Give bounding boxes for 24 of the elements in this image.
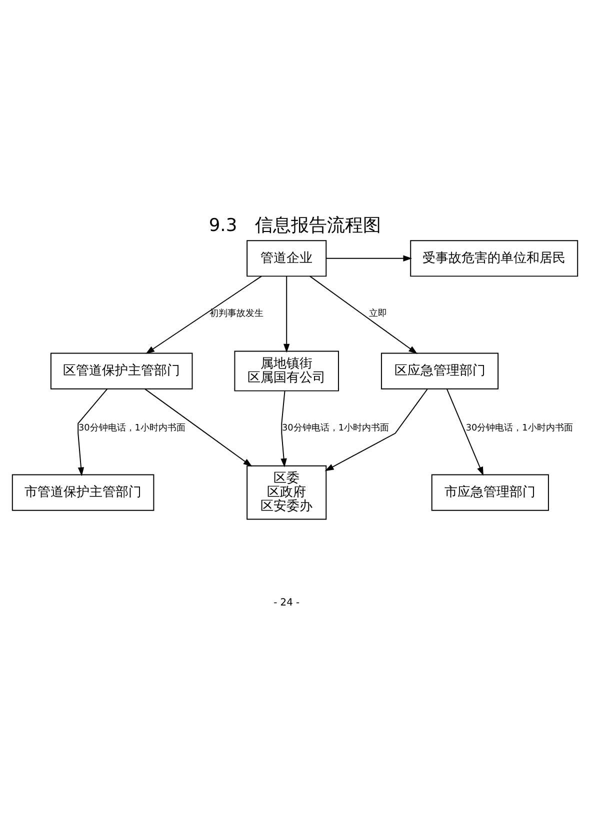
arrow [78,388,108,476]
arrow [324,388,428,472]
arrow [326,255,412,262]
node-box: 属地镇街 区属国有公司 [234,350,339,392]
edge-label: 立即 [369,308,387,319]
edge-label: 30分钟电话，1小时内书面 [78,424,186,434]
arrow [146,276,262,354]
arrow [309,276,418,354]
arrow [283,276,290,353]
node-box: 管道企业 [246,240,327,277]
edge-label: 初判事故发生 [210,308,264,319]
node-box: 区管道保护主管部门 [50,352,193,390]
edge-label: 30分钟电话，1小时内书面 [466,424,573,434]
node-box: 受事故危害的单位和居民 [410,240,578,277]
diagram-title: 9.3 信息报告流程图 [208,215,382,236]
edge-label: 30分钟电话，1小时内书面 [282,424,389,434]
arrow [446,388,484,476]
node-box: 区委 区政府 区安委办 [246,465,327,520]
node-box: 区应急管理部门 [380,352,499,390]
node-box: 市应急管理部门 [431,474,549,511]
arrow [280,390,287,468]
arrow [144,388,252,467]
label: - 24 - [274,598,300,609]
node-box: 市管道保护主管部门 [12,474,154,511]
